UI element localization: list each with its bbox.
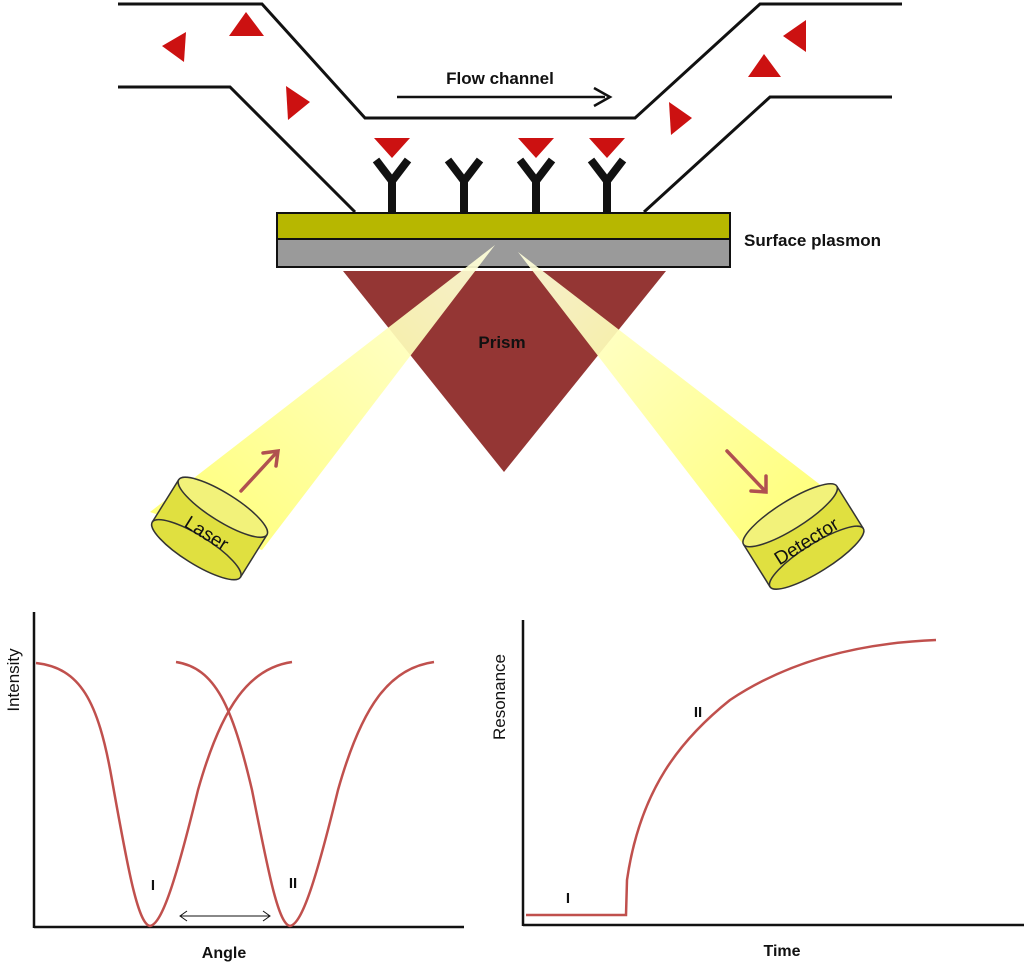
time-xlabel: Time [763, 943, 800, 960]
surface-plasmon-label: Surface plasmon [744, 231, 881, 250]
intensity-curve-i-label: I [151, 877, 155, 894]
analyte-triangle [669, 102, 692, 135]
analyte-molecules [162, 12, 806, 135]
antibody-icon [587, 157, 627, 213]
bound-analyte-triangle [518, 138, 554, 158]
bound-analyte-triangle [589, 138, 625, 158]
flow-channel-label: Flow channel [446, 69, 554, 88]
detector-device: Detector [742, 483, 865, 590]
intensity-ylabel: Intensity [4, 648, 23, 712]
laser-device: Laser [150, 476, 269, 581]
resonance-curve [526, 638, 937, 917]
intensity-plot: I II Intensity Angle [4, 612, 464, 962]
bound-analyte-triangle [374, 138, 410, 158]
gold-layer [276, 212, 731, 240]
channel-lower-wall-left [118, 85, 357, 214]
analyte-triangle [229, 12, 264, 36]
glass-layer [276, 238, 731, 268]
analyte-triangle [748, 54, 781, 77]
bound-analytes [374, 138, 625, 158]
flow-direction-arrow [397, 86, 613, 108]
reflected-direction-arrow [725, 449, 768, 494]
prism-label: Prism [478, 333, 525, 352]
analyte-triangle [783, 20, 806, 52]
angle-xlabel: Angle [202, 945, 247, 962]
angle-shift-arrow [179, 910, 271, 922]
analyte-triangle [286, 86, 310, 120]
incident-direction-arrow [239, 448, 281, 493]
analyte-triangle [162, 32, 186, 62]
curve-ii [175, 660, 435, 928]
reflected-light-beam [518, 252, 827, 548]
resonance-ylabel: Resonance [490, 654, 509, 740]
antibody-icon [372, 157, 412, 213]
resonance-plot: I II Resonance Time [490, 620, 1024, 960]
resonance-curve-i-label: I [566, 890, 570, 907]
antibodies [372, 157, 627, 213]
antibody-icon [516, 157, 556, 213]
channel-lower-wall-right [642, 95, 892, 214]
flow-channel [118, 2, 902, 214]
channel-upper-wall [118, 2, 902, 120]
resonance-curve-ii-label: II [694, 704, 702, 721]
curve-i [35, 660, 293, 928]
incident-light-beam [150, 245, 495, 550]
antibody-icon [444, 157, 484, 213]
intensity-curve-ii-label: II [289, 875, 297, 892]
